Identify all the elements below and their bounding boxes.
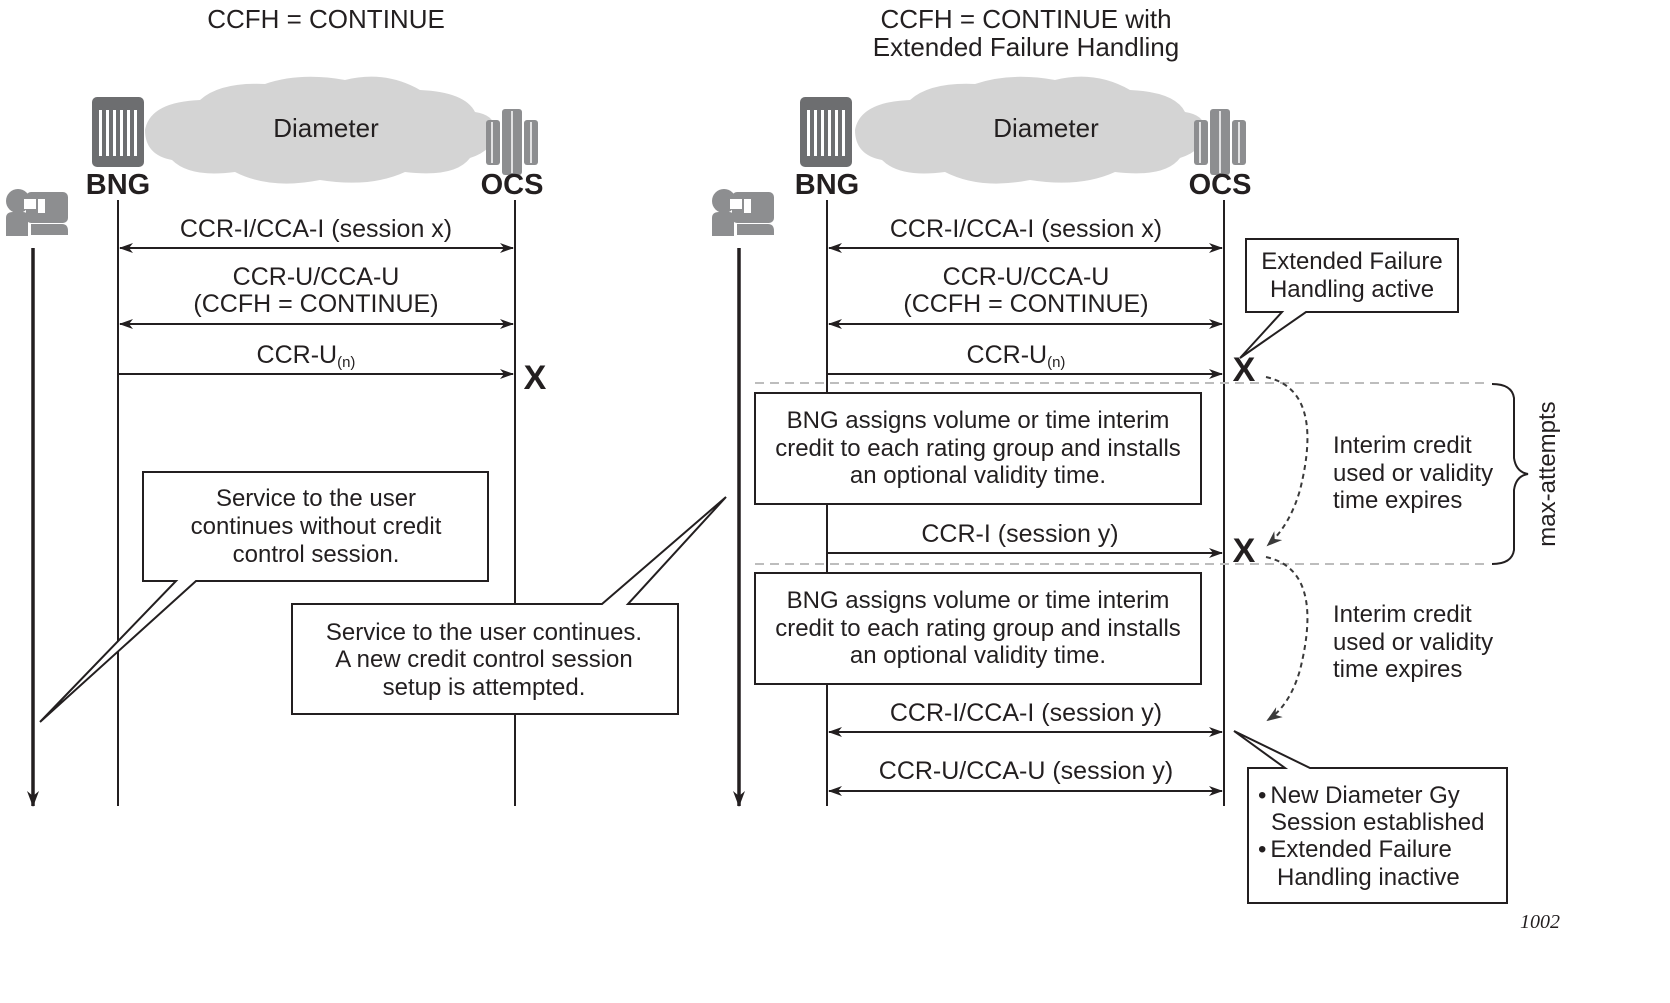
interim-note-2-line3: time expires [1333,656,1462,683]
right-ocs-label: OCS [1189,169,1252,201]
left-msg-1-label: CCR-I/CCA-I (session x) [180,215,452,243]
interim-box-2-line1: BNG assigns volume or time interim [787,587,1170,614]
left-msg-3-label: CCR-U(n) [257,341,356,371]
left-callout-2-line3: setup is attempted. [383,674,586,701]
right-panel-title-line2: Extended Failure Handling [873,32,1179,62]
right-msg-4-label: CCR-I (session y) [921,520,1118,548]
left-msg-2-label-line2: (CCFH = CONTINUE) [193,290,438,318]
interim-box-2-line3: an optional validity time. [850,642,1106,669]
left-callout-2-line1: Service to the user continues. [326,619,642,646]
subscriber-icon [6,189,68,236]
final-callout-item-1-line2: Session established [1271,809,1484,836]
efh-active-callout-line2: Handling active [1270,276,1434,303]
right-msg-6-label: CCR-U/CCA-U (session y) [879,757,1173,785]
subscriber-icon [712,189,774,236]
left-panel: CCFH = CONTINUE Diameter BNG [6,4,727,807]
left-callout-1-line2: continues without credit [191,513,442,540]
left-callout-2 [291,496,727,715]
final-callout-item-1-line1: •New Diameter Gy [1258,782,1460,809]
interim-credit-box-1 [754,392,1202,505]
diameter-cloud-icon [855,76,1205,184]
right-msg-2-label-line1: CCR-U/CCA-U [943,263,1110,291]
interim-box-1-line2: credit to each rating group and installs [775,435,1181,462]
right-msg-1-label: CCR-I/CCA-I (session x) [890,215,1162,243]
left-bng-label: BNG [86,169,150,201]
final-callout-item-2-line1: •Extended Failure [1258,836,1452,863]
left-callout-1-line3: control session. [233,541,400,568]
ocs-server-icon [1194,109,1246,175]
left-ocs-label: OCS [481,169,544,201]
left-msg-2-label-line1: CCR-U/CCA-U [233,263,400,291]
interim-credit-box-2 [754,572,1202,685]
interim-note-1-line1: Interim credit [1333,432,1472,459]
right-bng-label: BNG [795,169,859,201]
left-callout-1-line1: Service to the user [216,485,416,512]
final-callout-item-2-line2: Handling inactive [1277,864,1460,891]
interim-note-1-line3: time expires [1333,487,1462,514]
figure-number: 1002 [1520,911,1560,933]
left-callout-2-line2: A new credit control session [335,646,632,673]
right-panel: CCFH = CONTINUE with Extended Failure Ha… [712,4,1561,904]
bng-router-icon [92,97,144,167]
interim-box-1-line1: BNG assigns volume or time interim [787,407,1170,434]
interim-box-1-line3: an optional validity time. [850,462,1106,489]
right-failure-x-mark-2: X [1233,532,1256,570]
retry-curve-arrow-2 [1265,556,1309,722]
interim-note-1-line2: used or validity [1333,460,1493,487]
left-failure-x-mark: X [524,359,547,397]
efh-active-callout [1239,238,1459,359]
diameter-cloud-icon [145,76,495,184]
interim-box-2-line2: credit to each rating group and installs [775,615,1181,642]
final-status-callout-shape [1233,730,1508,904]
right-msg-3-label: CCR-U(n) [967,341,1066,371]
right-panel-title-line1: CCFH = CONTINUE with [880,4,1171,34]
interim-note-2-line2: used or validity [1333,629,1493,656]
ocs-server-icon [486,109,538,175]
left-cloud-label: Diameter [273,113,379,143]
right-msg-5-label: CCR-I/CCA-I (session y) [890,699,1162,727]
right-msg-2-label-line2: (CCFH = CONTINUE) [903,290,1148,318]
interim-note-2-line1: Interim credit [1333,601,1472,628]
right-cloud-label: Diameter [993,113,1099,143]
bng-router-icon [800,97,852,167]
left-panel-title: CCFH = CONTINUE [207,4,445,34]
left-callout-1 [39,471,489,723]
efh-active-callout-line1: Extended Failure [1261,248,1442,275]
max-attempts-label: max-attempts [1534,401,1561,546]
max-attempts-brace [1491,383,1529,565]
right-failure-x-mark-1: X [1233,351,1256,389]
retry-curve-arrow-1 [1265,376,1309,547]
